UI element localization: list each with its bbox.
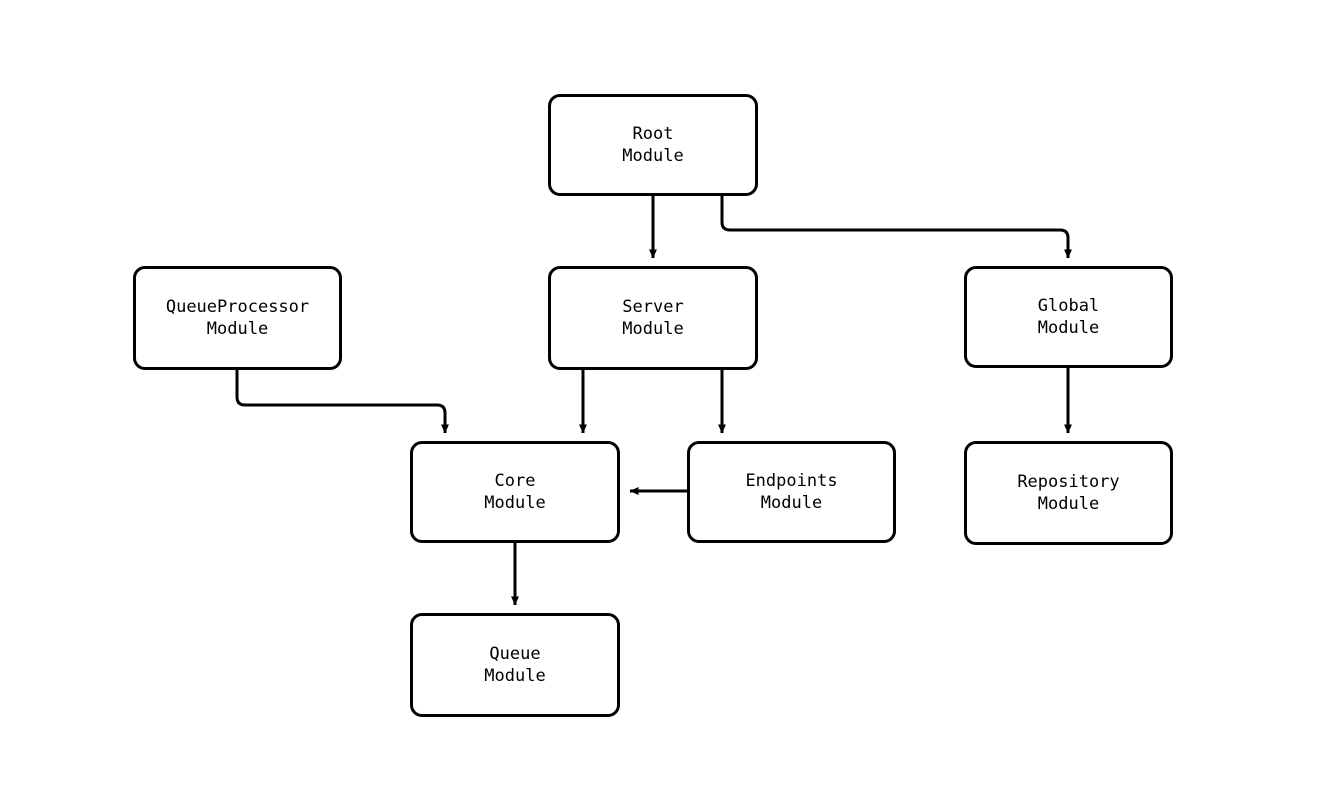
node-queue-label: Queue Module [484,644,546,686]
node-endpoints[interactable]: Endpoints Module [687,441,896,543]
node-repository-label: Repository Module [1017,472,1120,514]
node-server-label: Server Module [622,297,684,339]
node-queueprocessor[interactable]: QueueProcessor Module [133,266,342,370]
node-global-label: Global Module [1037,296,1100,338]
node-queueprocessor-label: QueueProcessor Module [165,297,310,339]
node-root[interactable]: Root Module [548,94,758,196]
node-queue[interactable]: Queue Module [410,613,620,717]
node-server[interactable]: Server Module [548,266,758,370]
node-core[interactable]: Core Module [410,441,620,543]
node-endpoints-label: Endpoints Module [745,471,838,513]
node-repository[interactable]: Repository Module [964,441,1173,545]
node-core-label: Core Module [484,471,546,513]
edge-root-to-global [720,196,1072,259]
node-root-label: Root Module [622,124,684,166]
edge-queueprocessor-to-core [235,370,449,434]
node-global[interactable]: Global Module [964,266,1173,368]
